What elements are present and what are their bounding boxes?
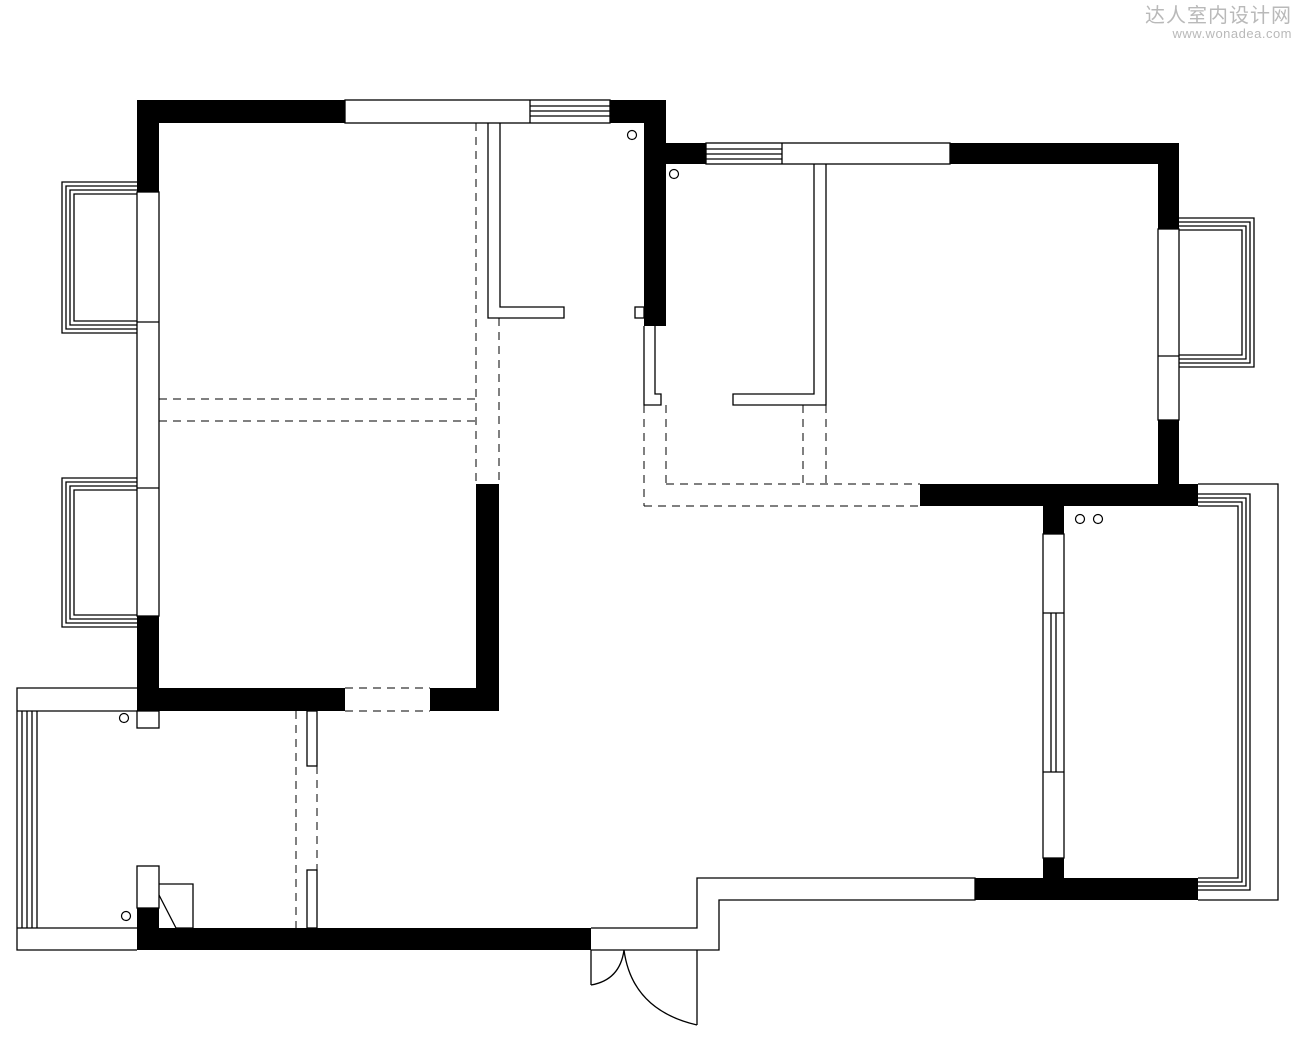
door-swing-left xyxy=(590,949,625,986)
entrance-wall xyxy=(591,877,976,951)
pipe-kitchen xyxy=(626,129,638,141)
window-left-bedroom xyxy=(136,191,160,617)
wall-left-top xyxy=(137,100,159,192)
door-swing-right xyxy=(623,949,698,1026)
watermark: 达人室内设计网 www.wonadea.com xyxy=(1145,4,1292,42)
wall-balcony-top xyxy=(1043,484,1064,534)
pipe-balcony-1 xyxy=(1074,513,1086,525)
right-balcony xyxy=(1198,483,1279,901)
pipe-bath xyxy=(668,168,680,180)
bay-window-left-bottom xyxy=(61,477,137,628)
watermark-title: 达人室内设计网 xyxy=(1145,3,1292,27)
bay-window-left-top xyxy=(61,181,137,334)
left-balcony xyxy=(16,687,137,951)
wall-right-upper xyxy=(1158,143,1179,229)
balcony-door xyxy=(158,883,194,929)
kitchen-partition xyxy=(487,123,565,319)
wall-kitchen-bath xyxy=(644,100,666,326)
structural-walls xyxy=(137,100,1198,950)
bay-window-right xyxy=(1179,217,1255,368)
pipe-balcony-2 xyxy=(1092,513,1104,525)
wall-top-left xyxy=(137,100,345,123)
watermark-url: www.wonadea.com xyxy=(1172,26,1292,41)
wall-top-right xyxy=(950,143,1179,164)
window-right-bedroom xyxy=(1157,228,1180,421)
pipe-markers xyxy=(118,129,1104,922)
wall-left-bottom xyxy=(137,616,159,711)
partition-walls xyxy=(16,99,1279,1026)
wall-bottom-left-corner xyxy=(137,908,159,950)
wall-left-bedroom-right xyxy=(476,484,499,711)
wall-bottom-right xyxy=(975,878,1198,900)
balcony-sliding-door xyxy=(1042,533,1065,859)
bath-partition xyxy=(732,164,827,406)
wall-bottom xyxy=(137,928,591,950)
pipe-left-balcony-bottom xyxy=(120,910,132,922)
wall-left-bedroom-bottom xyxy=(137,688,345,711)
pipe-left-balcony-top xyxy=(118,712,130,724)
wall-top-bath xyxy=(644,143,706,164)
dashed-lines xyxy=(159,123,920,928)
